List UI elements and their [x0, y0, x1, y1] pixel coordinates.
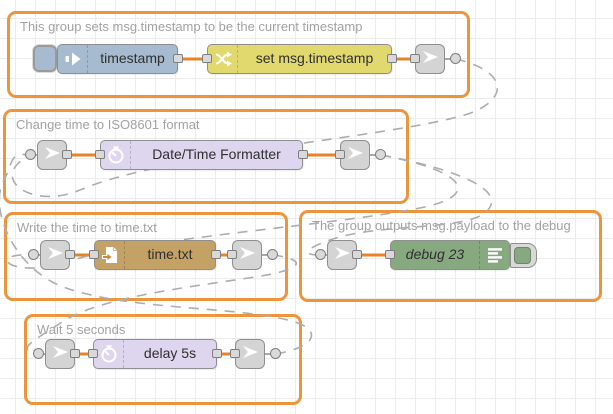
link-arrow-icon — [41, 142, 63, 169]
timer-clock-icon — [101, 141, 131, 169]
input-port[interactable] — [335, 150, 345, 159]
node-datetime-formatter[interactable]: Date/Time Formatter — [100, 140, 303, 170]
group-label: Change time to ISO8601 format — [16, 117, 200, 132]
output-port[interactable] — [173, 54, 183, 63]
node-delay[interactable]: delay 5s — [93, 339, 217, 369]
group-border: The group outputs msg.payload to the deb… — [304, 215, 597, 297]
input-port[interactable] — [227, 250, 237, 259]
input-port[interactable] — [202, 54, 212, 63]
change-shuffle-icon — [208, 45, 238, 73]
output-port[interactable] — [352, 250, 362, 259]
node-change[interactable]: set msg.timestamp — [207, 44, 392, 74]
link-port[interactable] — [33, 348, 44, 359]
group-debug-output[interactable]: The group outputs msg.payload to the deb… — [299, 210, 602, 302]
inject-arrow-icon — [58, 45, 88, 73]
output-port[interactable] — [70, 349, 80, 358]
group-label: This group sets msg.timestamp to be the … — [20, 19, 363, 34]
link-wire[interactable] — [26, 254, 297, 355]
link-port[interactable] — [315, 249, 326, 260]
link-arrow-icon — [44, 242, 66, 269]
node-label: timestamp — [100, 50, 165, 66]
node-link-in[interactable] — [37, 140, 67, 170]
link-wire[interactable] — [307, 154, 493, 256]
link-port[interactable] — [270, 348, 281, 359]
node-inject[interactable]: timestamp — [57, 44, 178, 74]
link-arrow-icon — [419, 46, 441, 73]
group-border: Wait 5 seconds — [29, 319, 297, 400]
link-port[interactable] — [375, 149, 386, 160]
node-label: Date/Time Formatter — [152, 146, 281, 162]
input-port[interactable] — [230, 349, 240, 358]
debug-toggle-button[interactable] — [510, 243, 537, 268]
group-write-file[interactable]: Write the time to time.txt — [4, 212, 288, 301]
node-label: time.txt — [147, 246, 193, 262]
output-port[interactable] — [298, 150, 308, 159]
link-port[interactable] — [28, 249, 39, 260]
link-arrow-icon — [344, 142, 366, 169]
node-label: delay 5s — [143, 345, 197, 361]
output-port[interactable] — [212, 349, 222, 358]
input-port[interactable] — [88, 349, 98, 358]
link-wire[interactable] — [6, 154, 459, 269]
file-export-icon — [95, 241, 125, 269]
group-set-timestamp[interactable]: This group sets msg.timestamp to be the … — [7, 11, 470, 98]
group-label: Wait 5 seconds — [37, 322, 126, 337]
link-wire[interactable] — [0, 153, 313, 355]
node-label: debug 23 — [405, 246, 465, 262]
output-port[interactable] — [62, 150, 72, 159]
node-link-out[interactable] — [235, 339, 265, 369]
link-wire[interactable] — [11, 58, 499, 198]
input-port[interactable] — [89, 250, 99, 259]
link-arrow-icon — [49, 341, 71, 368]
group-label: The group outputs msg.payload to the deb… — [312, 218, 571, 233]
link-port[interactable] — [267, 249, 278, 260]
node-file-write[interactable]: time.txt — [94, 240, 216, 270]
node-link-out[interactable] — [340, 140, 370, 170]
link-arrow-icon — [239, 341, 261, 368]
input-port[interactable] — [95, 150, 105, 159]
link-arrow-icon — [331, 242, 353, 269]
group-wait-5s[interactable]: Wait 5 seconds — [24, 314, 302, 405]
output-port[interactable] — [211, 250, 221, 259]
inject-button[interactable] — [33, 45, 57, 72]
output-port[interactable] — [387, 54, 397, 63]
group-iso8601[interactable]: Change time to ISO8601 format — [3, 109, 409, 204]
input-port[interactable] — [410, 54, 420, 63]
timer-clock-icon — [94, 340, 124, 368]
debug-toggle-state — [514, 247, 531, 264]
node-link-in[interactable] — [45, 339, 75, 369]
group-border: This group sets msg.timestamp to be the … — [12, 16, 465, 93]
node-debug[interactable]: debug 23 — [390, 240, 510, 270]
output-port[interactable] — [65, 250, 75, 259]
node-link-out[interactable] — [232, 240, 262, 270]
group-border: Change time to ISO8601 format — [8, 114, 404, 199]
input-port[interactable] — [385, 250, 395, 259]
group-label: Write the time to time.txt — [17, 220, 157, 235]
group-border: Write the time to time.txt — [9, 217, 283, 296]
link-port[interactable] — [25, 149, 36, 160]
link-port[interactable] — [450, 53, 461, 64]
debug-list-icon — [479, 241, 509, 269]
node-label: set msg.timestamp — [255, 50, 374, 66]
link-arrow-icon — [236, 242, 258, 269]
